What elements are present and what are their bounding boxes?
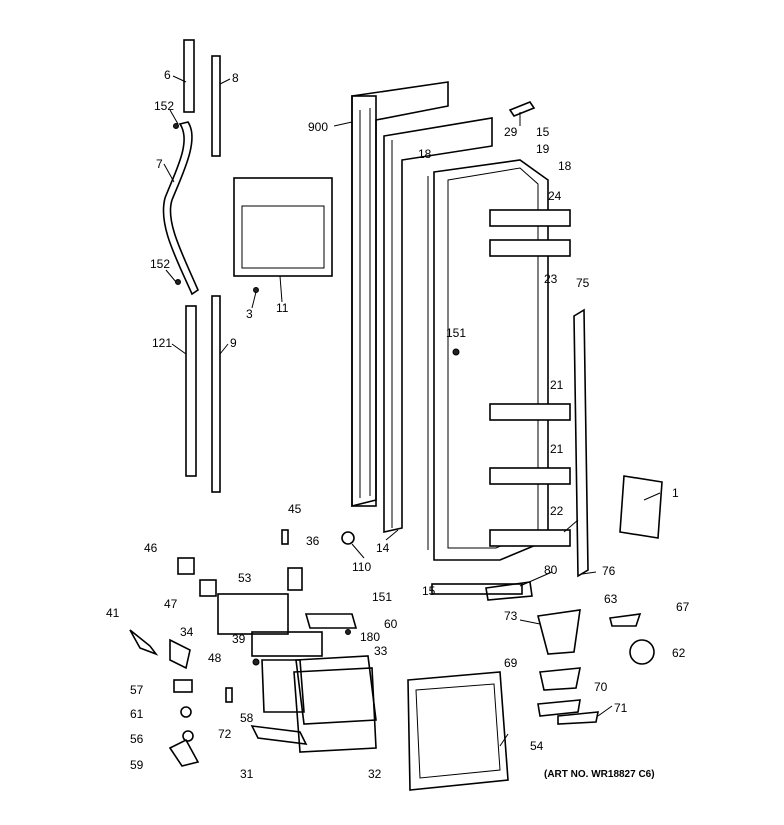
callout-152b: 152 (150, 257, 170, 271)
callout-41: 41 (106, 606, 120, 620)
callout-75: 75 (576, 276, 590, 290)
callout-62: 62 (672, 646, 686, 660)
callout-57: 57 (130, 683, 144, 697)
callout-21b: 21 (550, 442, 564, 456)
callout-21a: 21 (550, 378, 564, 392)
callout-152: 152 (154, 99, 174, 113)
dispenser-components (129, 529, 377, 767)
mini-manual-1 (619, 475, 663, 539)
callout-18b: 18 (558, 159, 572, 173)
part-151 (452, 348, 460, 356)
tube-75 (573, 308, 589, 578)
callout-36: 36 (306, 534, 320, 548)
callout-6: 6 (164, 68, 171, 82)
callout-22: 22 (550, 504, 564, 518)
callout-45: 45 (288, 502, 302, 516)
callout-32: 32 (368, 767, 382, 781)
callout-58: 58 (240, 711, 254, 725)
callout-39: 39 (232, 632, 246, 646)
callout-34: 34 (180, 625, 194, 639)
lower-right-parts (407, 581, 655, 791)
callout-labels: 6 8 152 7 152 3 11 121 9 900 29 15 19 18… (106, 68, 690, 781)
callout-18a: 18 (418, 147, 432, 161)
callout-110: 110 (352, 560, 371, 574)
callout-180: 180 (360, 630, 380, 644)
callout-14: 14 (376, 541, 390, 555)
door-panel (351, 81, 493, 533)
callout-121: 121 (152, 336, 172, 350)
callout-63: 63 (604, 592, 618, 606)
callout-60: 60 (384, 617, 398, 631)
callout-73: 73 (504, 609, 518, 623)
callout-59: 59 (130, 758, 144, 772)
callout-1: 1 (672, 486, 679, 500)
callout-23: 23 (544, 272, 558, 286)
callout-80: 80 (544, 563, 558, 577)
callout-11: 11 (276, 301, 289, 315)
callout-15: 15 (536, 125, 550, 139)
callout-33: 33 (374, 644, 388, 658)
callout-53: 53 (238, 571, 252, 585)
callout-151: 151 (446, 326, 466, 340)
callout-54: 54 (530, 739, 544, 753)
part-29 (508, 101, 536, 117)
callout-48: 48 (208, 651, 222, 665)
leader-lines (163, 75, 661, 747)
callout-3: 3 (246, 307, 253, 321)
callout-8: 8 (232, 71, 239, 85)
callout-76: 76 (602, 564, 616, 578)
shelf-bins (489, 209, 571, 547)
part-110 (341, 531, 355, 545)
callout-70: 70 (594, 680, 608, 694)
callout-9: 9 (230, 336, 237, 350)
callout-61: 61 (130, 707, 144, 721)
callout-151b: 151 (372, 590, 392, 604)
callout-56: 56 (130, 732, 144, 746)
callout-31: 31 (240, 767, 254, 781)
dispenser-frame (233, 177, 333, 293)
callout-900: 900 (308, 120, 328, 134)
callout-72: 72 (218, 727, 232, 741)
callout-71: 71 (614, 701, 628, 715)
callout-29: 29 (504, 125, 518, 139)
callout-19: 19 (536, 142, 550, 156)
callout-15b: 15 (422, 584, 436, 598)
callout-67: 67 (676, 600, 690, 614)
door-liner (427, 159, 571, 595)
callout-46: 46 (144, 541, 158, 555)
callout-24: 24 (548, 189, 562, 203)
callout-47: 47 (164, 597, 178, 611)
callout-69: 69 (504, 656, 518, 670)
callout-7: 7 (156, 157, 163, 171)
art-number: (ART NO. WR18827 C6) (544, 769, 655, 780)
